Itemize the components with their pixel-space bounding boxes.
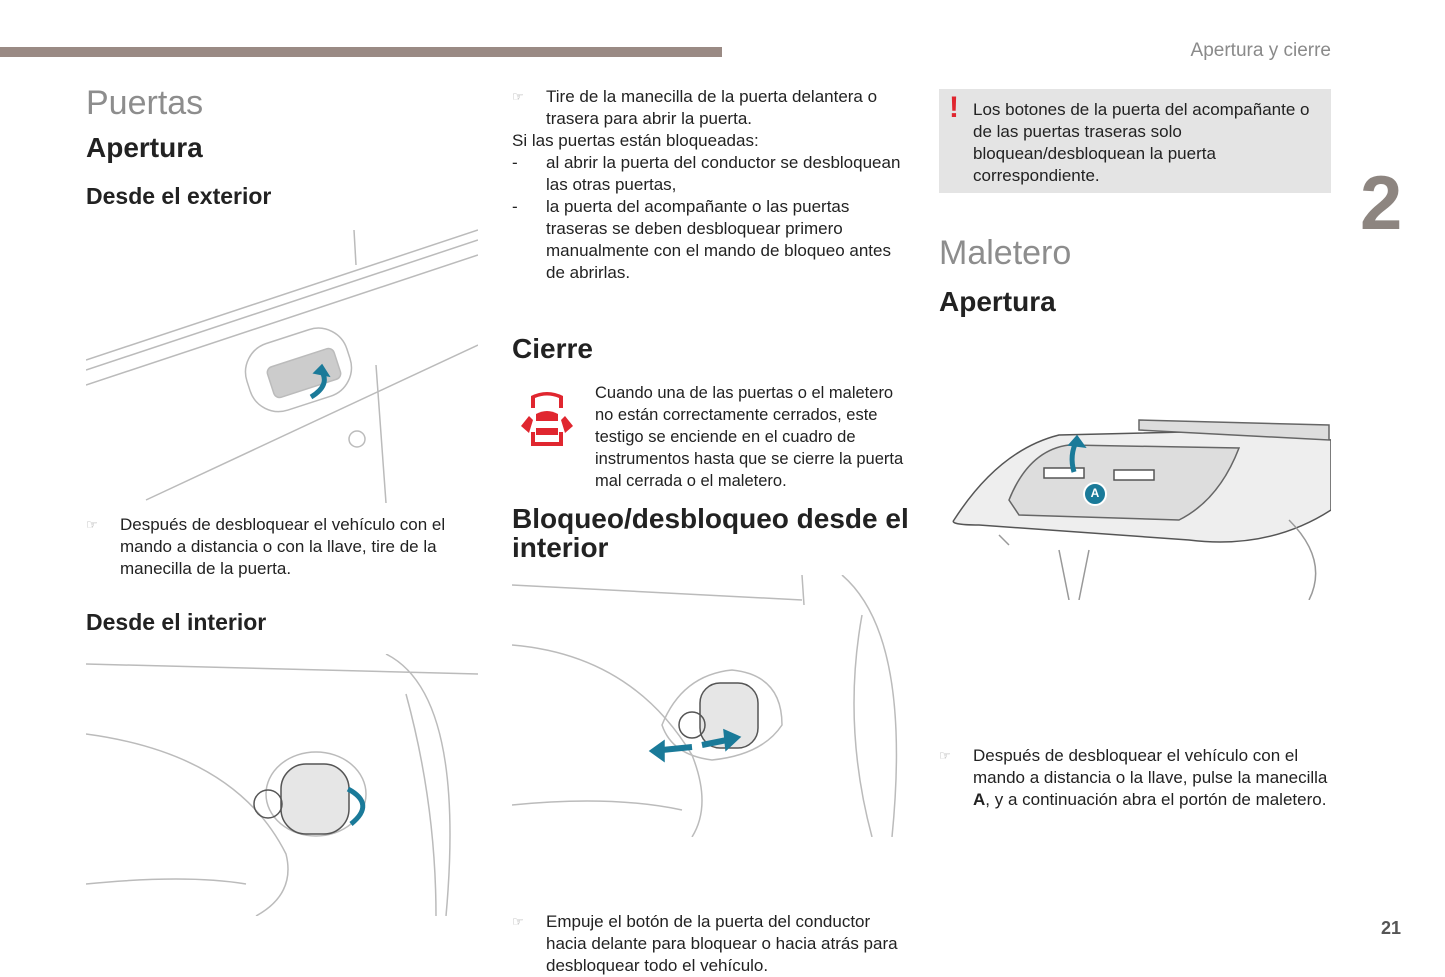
dash-text: la puerta del acompañante o las puertas … <box>546 197 891 282</box>
heading-bloqueo: Bloqueo/desbloqueo desde el interior <box>512 503 909 563</box>
interior-handle-illustration <box>86 654 478 916</box>
warning-icon: ! <box>949 91 959 124</box>
warning-box: ! Los botones de la puerta del acompañan… <box>939 89 1331 193</box>
hand-pointer-icon: ☞ <box>86 517 98 532</box>
bloqueo-text: Empuje el botón de la puerta del conduct… <box>546 912 898 975</box>
hand-pointer-icon: ☞ <box>939 748 951 763</box>
maletero-subtitle: Apertura <box>939 286 1056 317</box>
dash-marker: - <box>512 153 518 172</box>
handle-label-a: A <box>1090 486 1100 500</box>
exterior-handle-illustration <box>86 229 478 504</box>
header-bar <box>0 47 722 57</box>
dash-text: al abrir la puerta del conductor se desb… <box>546 153 901 194</box>
page-number: 21 <box>1381 918 1402 938</box>
maletero-text-bold: A <box>973 790 986 809</box>
exterior-text: Después de desbloquear el vehículo con e… <box>120 515 446 578</box>
heading-cierre: Cierre <box>512 333 593 364</box>
cierre-text: Cuando una de las puertas o el maletero … <box>595 384 904 490</box>
subsection-title: Apertura <box>86 132 203 163</box>
maletero-title: Maletero <box>939 234 1072 272</box>
maletero-instruction: ☞ Después de desbloquear el vehículo con … <box>939 745 1331 811</box>
door-open-warning-icon <box>521 392 573 446</box>
pull-instruction: ☞ Tire de la manecilla de la puerta delan… <box>512 86 904 130</box>
trunk-handle-illustration <box>952 419 1331 600</box>
lock-button-illustration <box>512 575 898 837</box>
hand-pointer-icon: ☞ <box>512 89 524 104</box>
maletero-text-post: , y a continuación abra el portón de mal… <box>985 790 1327 809</box>
chapter-number: 2 <box>1360 161 1403 246</box>
hand-pointer-icon: ☞ <box>512 914 524 929</box>
dash-item: - al abrir la puerta del conductor se des… <box>512 152 904 196</box>
dash-item: - la puerta del acompañante o las puertas… <box>512 196 904 284</box>
section-title: Puertas <box>86 84 204 122</box>
pull-instructions: ☞ Tire de la manecilla de la puerta delan… <box>512 86 904 284</box>
running-head: Apertura y cierre <box>1190 40 1331 61</box>
pull-text: Tire de la manecilla de la puerta delant… <box>546 87 878 128</box>
exterior-instruction: ☞ Después de desbloquear el vehículo con … <box>86 514 478 580</box>
warning-text: Los botones de la puerta del acompañante… <box>973 100 1310 185</box>
maletero-text-pre: Después de desbloquear el vehículo con e… <box>973 746 1328 787</box>
locked-intro: Si las puertas están bloqueadas: <box>512 131 759 150</box>
dash-marker: - <box>512 197 518 216</box>
heading-exterior: Desde el exterior <box>86 183 272 209</box>
heading-interior: Desde el interior <box>86 609 267 635</box>
bloqueo-instruction: ☞ Empuje el botón de la puerta del conduc… <box>512 911 907 977</box>
